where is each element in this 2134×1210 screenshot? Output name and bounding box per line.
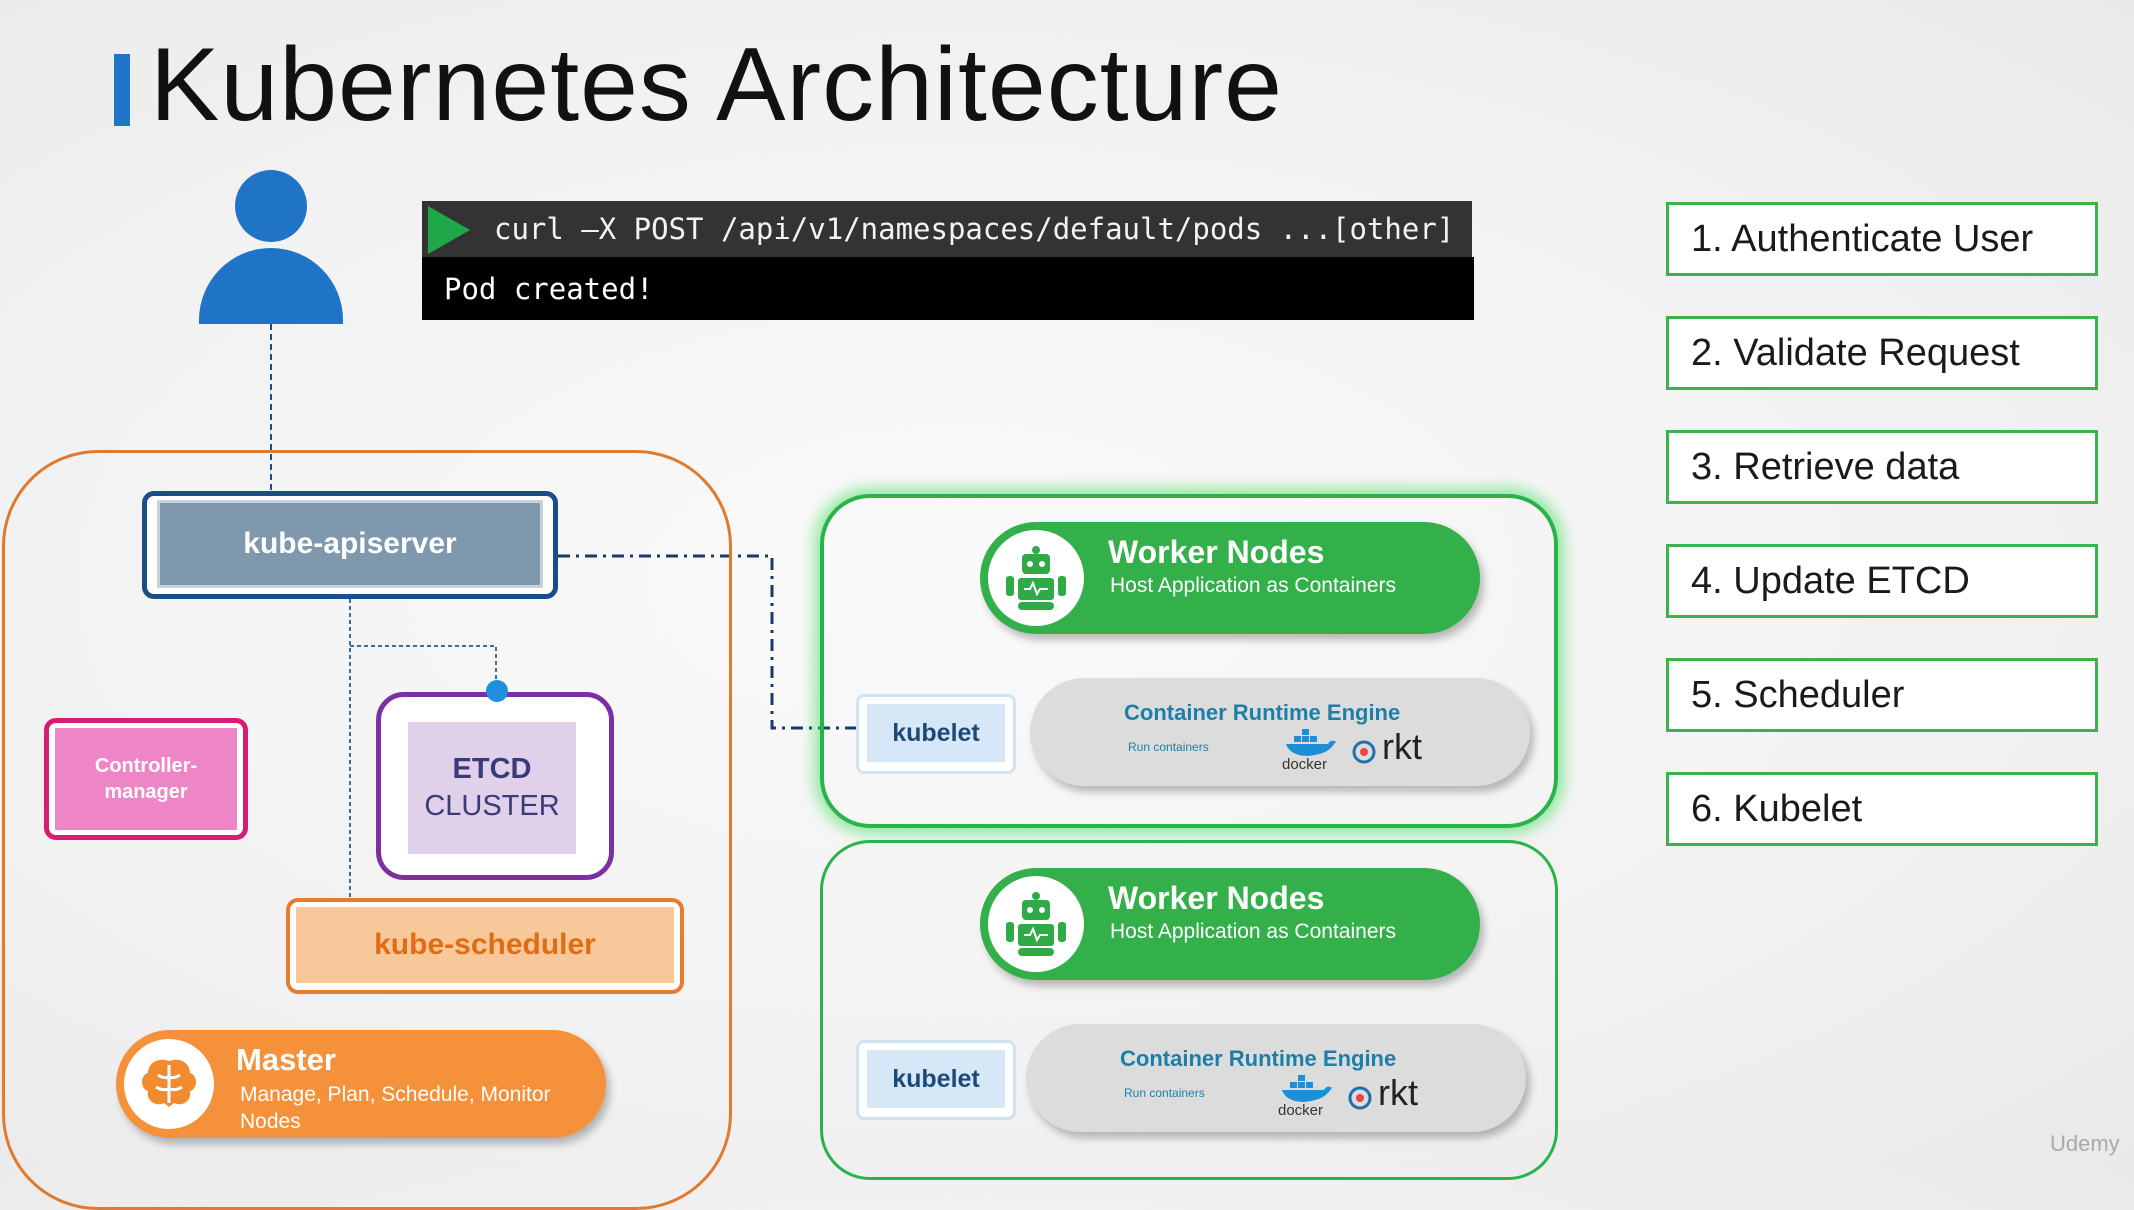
step-1: 1. Authenticate User: [1666, 202, 2098, 276]
step-3: 3. Retrieve data: [1666, 430, 2098, 504]
terminal-output: Pod created!: [444, 272, 654, 306]
master-subtitle: Manage, Plan, Schedule, Monitor Nodes: [240, 1083, 551, 1133]
kube-apiserver: kube-apiserver: [157, 500, 543, 588]
cre-subtitle: Run containers: [1128, 740, 1209, 754]
user-icon-head: [235, 170, 307, 242]
step-6: 6. Kubelet: [1666, 772, 2098, 846]
terminal-command-bar: [422, 201, 1472, 257]
play-icon: [428, 206, 470, 254]
container-runtime-engine-2: [1026, 1024, 1526, 1132]
controller-manager: Controller-manager: [55, 728, 237, 830]
terminal-output-area: [422, 257, 1474, 320]
step-2: 2. Validate Request: [1666, 316, 2098, 390]
rkt-icon: [1350, 738, 1378, 771]
worker-nodes-title: Worker Nodes: [1108, 534, 1325, 570]
worker-node-container-1: [820, 494, 1558, 828]
rkt-label: rkt: [1382, 726, 1422, 767]
brain-icon: [124, 1039, 214, 1129]
step-4: 4. Update ETCD: [1666, 544, 2098, 618]
master-title: Master: [236, 1042, 336, 1077]
container-runtime-engine-1: [1030, 678, 1530, 786]
rkt-icon: [1346, 1084, 1374, 1117]
terminal-command: curl –X POST /api/v1/namespaces/default/…: [494, 212, 1455, 246]
etcd-cluster-label: CLUSTER: [424, 790, 560, 822]
apiserver-to-kubelet-line: [558, 554, 856, 730]
cre-title: Container Runtime Engine: [1120, 1046, 1397, 1071]
robot-icon: [988, 530, 1084, 626]
connector-lines: [270, 324, 856, 898]
title-accent-bar: [114, 54, 130, 126]
page-title: Kubernetes Architecture: [150, 27, 1283, 143]
worker-nodes-subtitle: Host Application as Containers: [1110, 574, 1396, 597]
step-5: 5. Scheduler: [1666, 658, 2098, 732]
worker-nodes-title: Worker Nodes: [1108, 880, 1325, 916]
etcd-connector-dot: [486, 680, 508, 702]
rkt-label: rkt: [1378, 1072, 1418, 1113]
kubelet-1: kubelet: [867, 704, 1005, 762]
cre-subtitle: Run containers: [1124, 1086, 1205, 1100]
docker-label: docker: [1278, 1102, 1324, 1119]
docker-label: docker: [1282, 756, 1328, 773]
docker-icon: [1278, 1074, 1334, 1109]
robot-icon: [988, 876, 1084, 972]
udemy-watermark: Udemy: [2050, 1131, 2120, 1156]
worker-nodes-subtitle: Host Application as Containers: [1110, 920, 1396, 943]
apiserver-to-etcd-line: [350, 645, 497, 684]
etcd-cluster: ETCD CLUSTER: [408, 722, 576, 854]
kube-scheduler: kube-scheduler: [296, 907, 674, 983]
cre-title: Container Runtime Engine: [1124, 700, 1401, 725]
etcd-label: ETCD: [452, 753, 532, 785]
kubelet-2: kubelet: [867, 1050, 1005, 1108]
docker-icon: [1282, 728, 1338, 763]
